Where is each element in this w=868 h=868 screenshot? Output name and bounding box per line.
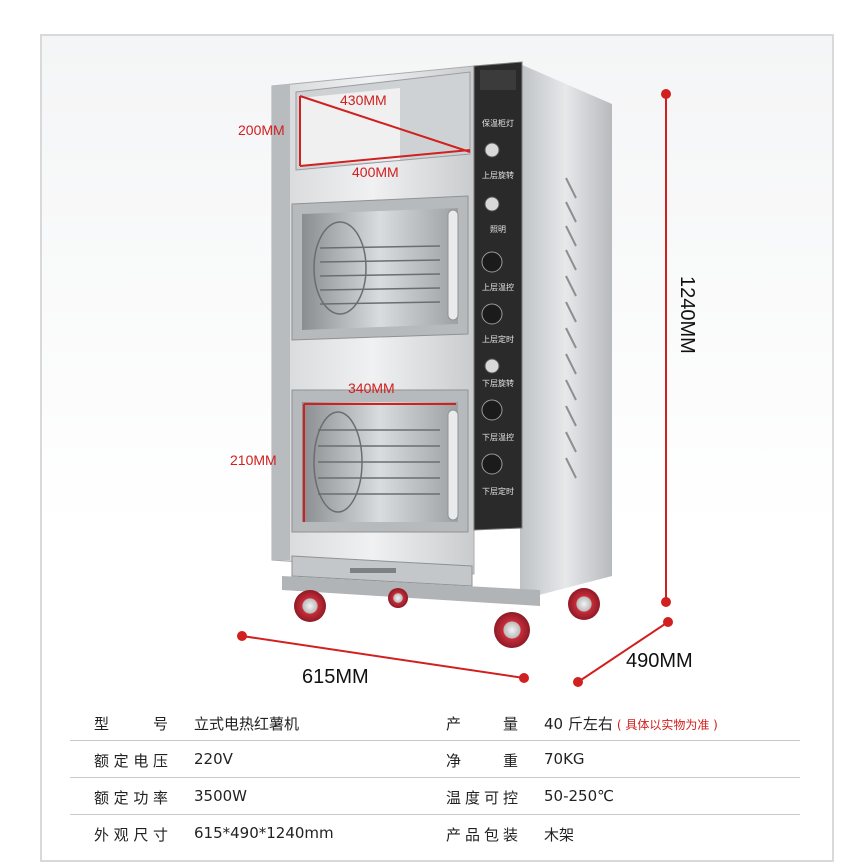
cabinet-front-edge xyxy=(272,84,290,560)
dim-depth: 490MM xyxy=(626,650,693,672)
dim-total-height: 1240MM xyxy=(676,276,698,354)
dim-lower-height: 210MM xyxy=(230,452,277,468)
upper-door-handle[interactable] xyxy=(447,209,459,321)
spec-key: 额定电压 xyxy=(94,752,168,770)
spec-key: 型 号 xyxy=(94,715,168,733)
panel-label: 照明 xyxy=(490,225,506,234)
control-knobs[interactable] xyxy=(481,142,503,475)
spec-key: 额定功率 xyxy=(94,789,168,807)
panel-labels: 保温柜灯 上层旋转 照明 上层温控 上层定时 下层旋转 下层温控 下层定时 xyxy=(482,118,514,496)
spec-row: 型 号 立式电热红薯机 产 量 40 斤左右( 具体以实物为准 ) xyxy=(70,704,800,741)
brand-plate xyxy=(480,70,516,90)
spec-value: 木架 xyxy=(544,826,575,844)
spec-value: 立式电热红薯机 xyxy=(194,715,300,733)
spec-row: 额定电压 220V 净 重 70KG xyxy=(70,741,800,778)
spec-value: 50-250℃ xyxy=(544,787,614,805)
side-vents xyxy=(565,177,577,479)
dim-top-height: 200MM xyxy=(238,122,285,138)
spec-row: 外观尺寸 615*490*1240mm 产品包装 木架 xyxy=(70,815,800,851)
spec-value: 70KG xyxy=(544,750,585,768)
panel-label: 下层温控 xyxy=(482,432,514,442)
lower-door-handle[interactable] xyxy=(447,409,459,521)
panel-label: 保温柜灯 xyxy=(482,118,514,128)
dim-width: 615MM xyxy=(302,666,369,688)
cabinet-base xyxy=(282,576,540,606)
panel-label: 上层温控 xyxy=(482,282,514,292)
spec-note: ( 具体以实物为准 ) xyxy=(616,718,718,732)
upper-racks xyxy=(313,221,441,315)
cabinet-side xyxy=(520,64,612,600)
panel-label: 上层旋转 xyxy=(482,170,514,180)
spec-value: 615*490*1240mm xyxy=(194,824,334,842)
dimension-markers xyxy=(237,89,673,687)
lower-racks xyxy=(313,411,440,513)
spec-key: 产 量 xyxy=(446,715,518,733)
panel-label: 下层旋转 xyxy=(482,378,514,388)
spec-value: 40 斤左右( 具体以实物为准 ) xyxy=(544,713,718,734)
panel-label: 上层定时 xyxy=(482,334,514,344)
spec-value: 3500W xyxy=(194,787,248,805)
spec-value-text: 40 斤左右 xyxy=(544,715,613,733)
spec-value: 220V xyxy=(194,750,233,768)
spec-key: 外观尺寸 xyxy=(94,826,168,844)
drawer-handle[interactable] xyxy=(350,568,396,573)
panel-label: 下层定时 xyxy=(482,486,514,496)
caster-wheels xyxy=(294,588,600,648)
dim-lower-width: 340MM xyxy=(348,380,395,396)
spec-key: 净 重 xyxy=(446,752,518,770)
upper-glass xyxy=(302,208,458,330)
dim-top-depth: 400MM xyxy=(352,164,399,180)
dimension-lines xyxy=(241,94,669,683)
roaster-illustration: 保温柜灯 上层旋转 照明 上层温控 上层定时 下层旋转 下层温控 下层定时 xyxy=(237,61,673,687)
spec-table: 型 号 立式电热红薯机 产 量 40 斤左右( 具体以实物为准 ) 额定电压 2… xyxy=(70,704,800,851)
spec-row: 额定功率 3500W 温度可控 50-250℃ xyxy=(70,778,800,815)
spec-key: 温度可控 xyxy=(446,789,518,807)
dim-top-width: 430MM xyxy=(340,92,387,108)
spec-key: 产品包装 xyxy=(446,826,518,844)
